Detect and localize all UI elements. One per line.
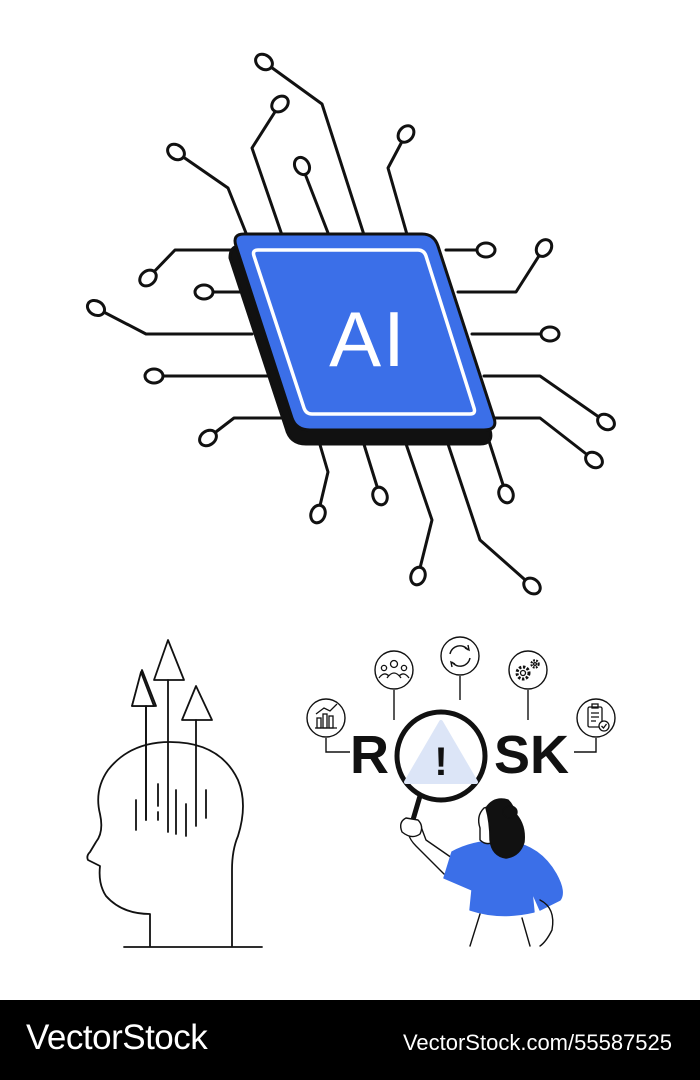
stock-id: VectorStock.com/55587525 <box>402 1030 672 1055</box>
circuit-pads <box>85 52 616 596</box>
ai-chip-illustration: AI <box>85 52 616 596</box>
warning-triangle-icon: ! <box>404 720 478 784</box>
bar-chart-icon <box>306 698 346 738</box>
chip-label: AI <box>329 295 407 383</box>
magnifying-glass-icon: ! <box>394 709 488 833</box>
alert-symbol: ! <box>434 740 447 784</box>
team-icon <box>374 650 414 690</box>
head-outline <box>86 741 244 947</box>
watermark-footer: VectorStock VectorStock.com/55587525 <box>0 1000 700 1080</box>
arrow-up-icon <box>153 639 185 833</box>
illustration-canvas: AI <box>85 52 616 948</box>
circuit-traces <box>94 60 608 588</box>
woman-figure <box>399 798 563 947</box>
chip-body <box>233 232 497 432</box>
hair-bun <box>502 805 518 819</box>
risk-letters-sk: SK <box>494 725 569 785</box>
arrow-up-icon <box>131 669 157 821</box>
head-growth-illustration <box>86 639 263 948</box>
refresh-icon <box>440 636 480 676</box>
legs <box>469 913 531 947</box>
arrow-up-icon <box>181 685 213 827</box>
brand-logo: VectorStock <box>26 1018 208 1057</box>
hand <box>399 817 423 838</box>
risk-letter-r: R <box>350 725 389 785</box>
chip-inner-border <box>251 248 477 416</box>
clipboard-check-icon <box>576 698 616 738</box>
lower-arm <box>539 899 554 947</box>
risk-illustration: R SK ! <box>306 636 616 947</box>
icon-connectors <box>325 676 597 753</box>
arrow-trail-dashes <box>135 783 207 837</box>
gears-icon <box>508 650 548 690</box>
